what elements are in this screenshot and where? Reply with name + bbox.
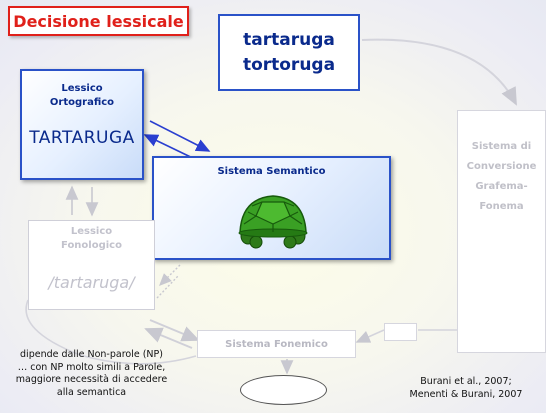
lessico-fonologico-word: /tartaruga/ xyxy=(48,273,135,292)
lessico-ortografico-label: Lessico Ortografico xyxy=(49,83,115,108)
task-title: Decisione lessicale xyxy=(8,6,189,36)
sistema-semantico-box: Sistema Semantico xyxy=(152,156,391,260)
turtle-icon xyxy=(238,195,308,249)
sistema-semantico-label: Sistema Semantico xyxy=(217,166,326,177)
buffer-box xyxy=(384,323,417,341)
sistema-fonemico-label: Sistema Fonemico xyxy=(225,338,328,350)
arrow-orto-to-sem xyxy=(149,120,211,152)
lessico-fonologico-box: Lessico Fonologico /tartaruga/ xyxy=(28,220,155,310)
output-ellipse xyxy=(240,375,327,405)
stimulus-word: tartaruga xyxy=(243,29,335,50)
note-text: dipende dalle Non-parole (NP) … con NP m… xyxy=(15,349,168,398)
stimulus-nonword: tortoruga xyxy=(242,54,336,75)
lessico-ortografico-box: Lessico Ortografico TARTARUGA xyxy=(20,69,144,180)
sistema-fonemico-box: Sistema Fonemico xyxy=(197,330,356,358)
stimulus-box: tartaruga tortoruga xyxy=(218,14,360,91)
citation-text: Burani et al., 2007; Menenti & Burani, 2… xyxy=(409,376,523,400)
lessico-fonologico-label: Lessico Fonologico xyxy=(61,226,122,251)
sistema-conversione-box: Sistema di Conversione Grafema- Fonema xyxy=(457,110,546,353)
lessico-ortografico-word: TARTARUGA xyxy=(29,128,135,148)
